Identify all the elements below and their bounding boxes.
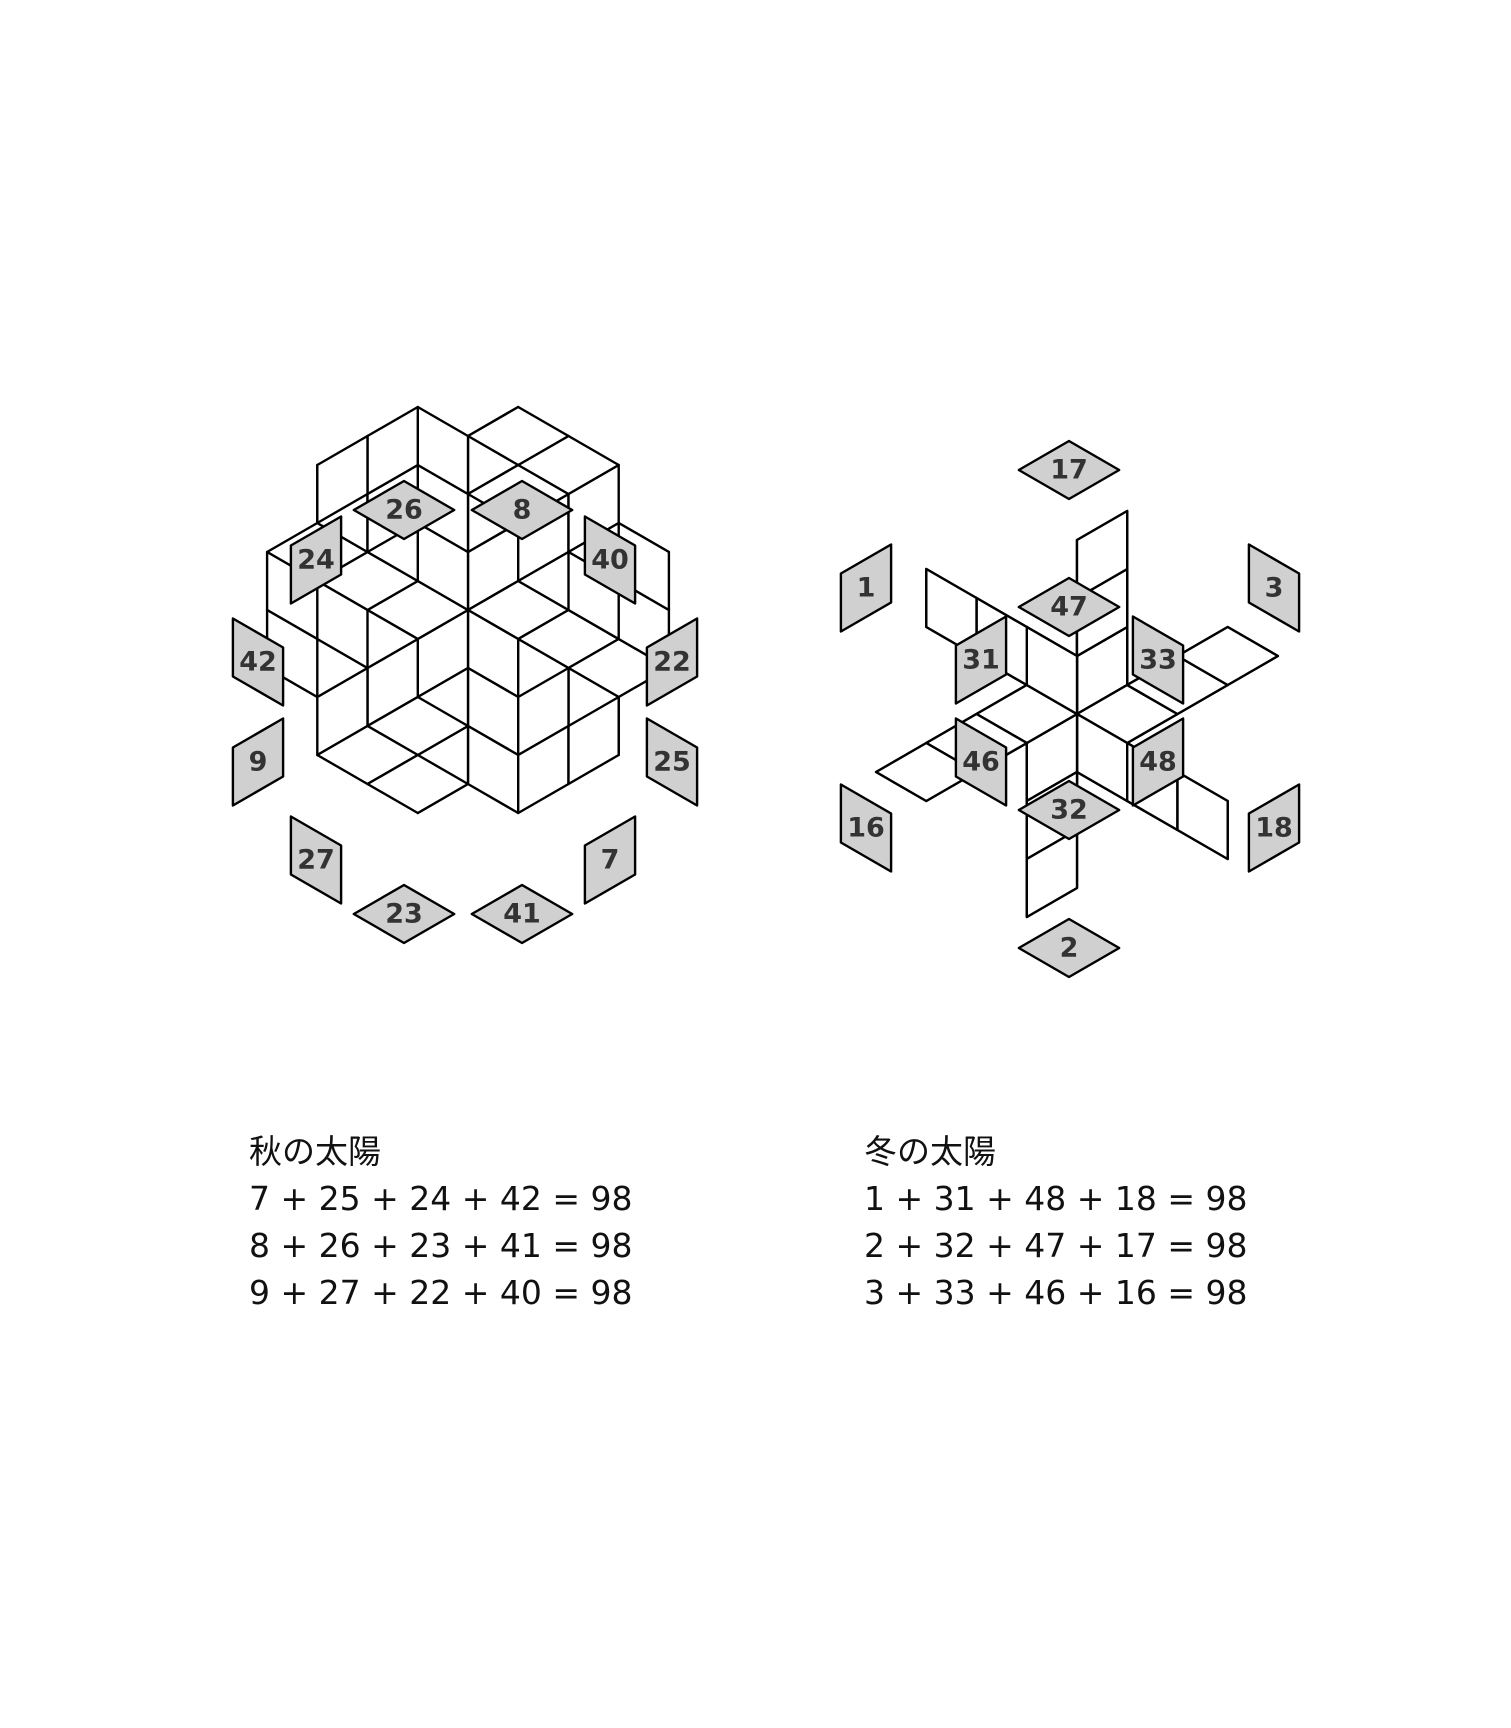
autumn-equation-2: 8 + 26 + 23 + 41 = 98 (249, 1226, 633, 1265)
winter-cell-number: 31 (962, 645, 1000, 676)
winter-cell-number: 46 (962, 747, 1000, 778)
winter-title: 冬の太陽 (864, 1132, 996, 1171)
autumn-rhombus-cell (316, 434, 369, 525)
winter-rhombus-cell (1025, 828, 1079, 919)
winter-rhombus-cell (925, 567, 978, 658)
winter-equation-3: 3 + 33 + 46 + 16 = 98 (864, 1273, 1248, 1312)
winter-rhombus-cell (1075, 509, 1129, 600)
autumn-cell-number: 7 (601, 845, 620, 876)
autumn-shaded-cell (583, 815, 637, 905)
winter-rhombus-cell (1176, 770, 1229, 861)
winter-shaded-cell (1017, 917, 1121, 979)
winter-shaded-cell (839, 543, 893, 633)
autumn-shaded-cell (352, 479, 456, 541)
winter-shaded-cell (1017, 779, 1121, 841)
autumn-cell-number: 24 (297, 545, 335, 576)
autumn-cell-number: 41 (503, 899, 541, 930)
winter-shaded-cell (1131, 717, 1185, 807)
winter-shaded-cell (1247, 543, 1301, 633)
autumn-shaded-cell (583, 515, 637, 605)
winter-cell-number: 33 (1139, 645, 1177, 676)
winter-shaded-cell (1131, 615, 1185, 705)
autumn-cell-number: 8 (513, 495, 532, 526)
autumn-cell-number: 27 (297, 845, 335, 876)
autumn-cell-number: 40 (591, 545, 629, 576)
winter-caption: 冬の太陽 1 + 31 + 48 + 18 = 98 2 + 32 + 47 +… (864, 1128, 1247, 1316)
autumn-shaded-cell (231, 617, 285, 707)
winter-shaded-cell (954, 717, 1008, 807)
winter-cell-number: 48 (1139, 747, 1177, 778)
autumn-cell-number: 23 (385, 899, 423, 930)
winter-shaded-cell (954, 615, 1008, 705)
winter-cell-number: 16 (847, 813, 885, 844)
winter-equation-2: 2 + 32 + 47 + 17 = 98 (864, 1226, 1248, 1265)
winter-cell-number: 18 (1255, 813, 1293, 844)
winter-cell-number: 2 (1060, 933, 1079, 964)
winter-cell-number: 3 (1265, 573, 1284, 604)
autumn-title: 秋の太陽 (249, 1132, 381, 1171)
winter-cell-number: 1 (857, 573, 876, 604)
autumn-shaded-cell (645, 717, 699, 807)
autumn-rhombus-cell (466, 405, 570, 467)
autumn-equation-3: 9 + 27 + 22 + 40 = 98 (249, 1273, 633, 1312)
winter-shaded-cell (1247, 783, 1301, 873)
autumn-cell-number: 9 (249, 747, 268, 778)
autumn-shaded-cell (289, 815, 343, 905)
winter-cell-number: 17 (1050, 455, 1088, 486)
winter-cell-number: 32 (1050, 795, 1088, 826)
autumn-rhombus-cell (567, 695, 620, 786)
winter-cell-number: 47 (1050, 592, 1088, 623)
autumn-shaded-cell (645, 617, 699, 707)
winter-rhombus-cell (1176, 625, 1280, 687)
winter-equation-1: 1 + 31 + 48 + 18 = 98 (864, 1179, 1248, 1218)
winter-shaded-cell (839, 783, 893, 873)
autumn-shaded-cell (470, 883, 574, 945)
winter-rhombus-cell (874, 741, 978, 803)
winter-shaded-cell (1017, 439, 1121, 501)
autumn-cell-number: 25 (653, 747, 691, 778)
autumn-cell-number: 22 (653, 647, 691, 678)
autumn-caption: 秋の太陽 7 + 25 + 24 + 42 = 98 8 + 26 + 23 +… (249, 1128, 632, 1316)
autumn-equation-1: 7 + 25 + 24 + 42 = 98 (249, 1179, 633, 1218)
autumn-cell-number: 42 (239, 647, 277, 678)
autumn-shaded-cell (470, 479, 574, 541)
autumn-cell-number: 26 (385, 495, 423, 526)
autumn-shaded-cell (289, 515, 343, 605)
autumn-shaded-cell (231, 717, 285, 807)
winter-sun-puzzle: 17 1 3 16 18 2 47 31 33 46 48 32 (839, 439, 1301, 979)
autumn-sun-puzzle: 26 8 24 42 9 27 23 41 7 25 22 40 (231, 405, 699, 945)
autumn-shaded-cell (352, 883, 456, 945)
winter-shaded-cell (1017, 576, 1121, 638)
autumn-rhombus-cell (366, 753, 470, 815)
